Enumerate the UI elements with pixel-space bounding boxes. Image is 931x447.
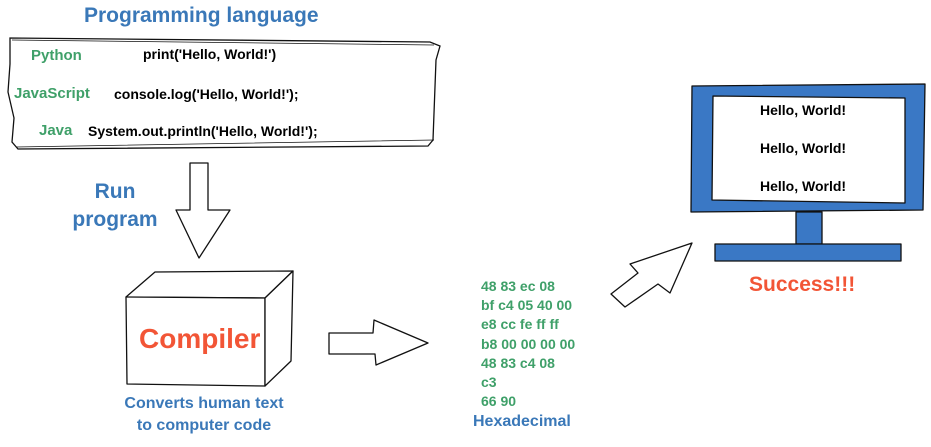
hex-line: 66 90: [481, 393, 517, 410]
compiler-label: Compiler: [139, 323, 261, 354]
screen-line-2: Hello, World!: [760, 140, 847, 156]
compiler-caption: Converts human text to computer code: [104, 393, 304, 437]
cube-side-face: [264, 270, 294, 387]
language-name-javascript: JavaScript: [14, 85, 90, 102]
down-arrow-icon: [175, 162, 231, 259]
compiler-caption-line-2: to computer code: [136, 417, 272, 434]
hex-block: 48 83 ec 08 bf c4 05 40 00 e8 cc fe ff f…: [481, 277, 575, 411]
monitor-screen: [711, 95, 906, 204]
cube-top-face: [125, 270, 294, 299]
title: Programming language: [84, 4, 319, 27]
code-python: print('Hello, World!'): [143, 46, 277, 62]
screen-line-3: Hello, World!: [760, 178, 847, 194]
diagonal-arrow-icon: [610, 242, 693, 308]
code-javascript: console.log('Hello, World!');: [114, 86, 299, 102]
code-box: [7, 37, 441, 150]
run-label: Run program: [60, 178, 170, 234]
hex-label: Hexadecimal: [473, 413, 571, 430]
run-label-line-1: Run: [94, 180, 136, 203]
right-arrow-icon: [328, 319, 429, 366]
success-label: Success!!!: [749, 273, 856, 296]
hex-line: e8 cc fe ff ff: [481, 316, 559, 333]
run-label-line-2: program: [72, 208, 158, 231]
hex-line: bf c4 05 40 00: [481, 297, 573, 314]
language-name-python: Python: [31, 47, 82, 64]
code-java: System.out.println('Hello, World!');: [88, 123, 318, 139]
monitor-neck: [795, 211, 823, 245]
monitor: [690, 83, 926, 262]
monitor-base: [714, 243, 902, 262]
compiler-cube: [125, 270, 294, 387]
hex-line: 48 83 c4 08: [481, 354, 555, 371]
language-name-java: Java: [39, 122, 73, 139]
screen-line-1: Hello, World!: [760, 102, 847, 118]
code-box-sketch-line: [11, 39, 435, 148]
hex-line: b8 00 00 00 00: [481, 335, 576, 352]
compiler-caption-line-1: Converts human text: [124, 395, 284, 412]
hex-line: c3: [481, 374, 497, 391]
hex-line: 48 83 ec 08: [481, 278, 555, 294]
